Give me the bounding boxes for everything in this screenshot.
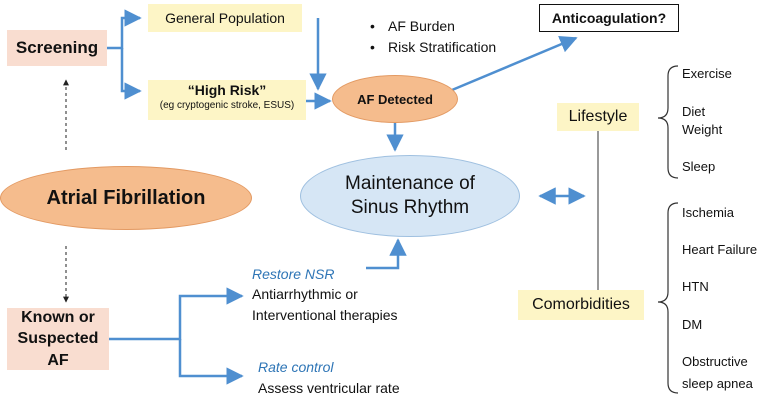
rate-control-label: Rate control <box>258 359 334 375</box>
lifestyle-item-weight: Weight <box>682 122 723 137</box>
restore-nsr-line1: Antiarrhythmic or <box>252 286 358 302</box>
maintenance-line1: Maintenance of <box>345 173 475 195</box>
bullet-risk-stratification: • Risk Stratification <box>370 37 496 58</box>
general-population-label: General Population <box>165 10 285 26</box>
known-suspected-af-box: Known or Suspected AF <box>7 308 109 370</box>
comorbidity-item-heart-failure: Heart Failure <box>682 242 758 257</box>
comorbidities-brace <box>657 202 679 394</box>
screening-connector <box>107 9 142 50</box>
comorbidity-item-ischemia: Ischemia <box>682 205 735 220</box>
maintenance-sinus-rhythm-ellipse: Maintenance of Sinus Rhythm <box>300 155 520 237</box>
bullet-dot: • <box>370 18 375 34</box>
af-detected-ellipse: AF Detected <box>332 75 458 123</box>
bullet-label: AF Burden <box>388 18 455 34</box>
lifestyle-box: Lifestyle <box>557 103 639 131</box>
restore-to-maintenance-arrow <box>366 238 407 270</box>
high-risk-box: “High Risk” (eg cryptogenic stroke, ESUS… <box>148 80 306 120</box>
known-line1: Known or <box>21 308 95 326</box>
lifestyle-item-sleep: Sleep <box>682 159 716 174</box>
atrial-fibrillation-label: Atrial Fibrillation <box>46 186 206 209</box>
screening-box: Screening <box>7 30 107 66</box>
known-to-rate-arrow <box>178 339 244 385</box>
anticoagulation-box: Anticoagulation? <box>539 4 679 32</box>
comorbidity-item-obstructive: Obstructive <box>682 354 748 369</box>
lifestyle-label: Lifestyle <box>568 108 628 125</box>
high-risk-title: “High Risk” <box>187 82 267 98</box>
general-population-box: General Population <box>148 4 302 32</box>
atrial-fibrillation-ellipse: Atrial Fibrillation <box>0 166 252 230</box>
high-risk-subtitle: (eg cryptogenic stroke, ESUS) <box>159 100 295 112</box>
comorbidity-item-htn: HTN <box>682 279 709 294</box>
lifestyle-brace <box>657 65 679 179</box>
comorbidities-box: Comorbidities <box>518 290 644 320</box>
bullet-label: Risk Stratification <box>388 39 497 55</box>
known-line2: Suspected AF <box>17 330 99 369</box>
restore-nsr-label: Restore NSR <box>252 266 335 282</box>
known-connector <box>109 287 244 341</box>
maintenance-line2: Sinus Rhythm <box>350 197 470 218</box>
screening-to-high-risk-arrow <box>120 48 142 100</box>
screening-label: Screening <box>15 38 99 57</box>
anticoagulation-label: Anticoagulation? <box>551 10 667 26</box>
bullet-af-burden: • AF Burden <box>370 16 496 37</box>
comorbidity-item-sleep-apnea: sleep apnea <box>682 376 753 391</box>
lifestyle-item-diet: Diet <box>682 104 706 119</box>
comorbidity-item-dm: DM <box>682 317 703 332</box>
lifestyle-item-exercise: Exercise <box>682 66 732 81</box>
af-detected-label: AF Detected <box>357 91 433 107</box>
bullet-dot: • <box>370 39 375 55</box>
restore-nsr-line2: Interventional therapies <box>252 307 398 323</box>
af-to-anticoag-arrow <box>451 36 578 92</box>
af-bullets: • AF Burden • Risk Stratification <box>370 16 496 58</box>
comorbidities-label: Comorbidities <box>532 296 630 313</box>
rate-control-line1: Assess ventricular rate <box>258 380 400 396</box>
